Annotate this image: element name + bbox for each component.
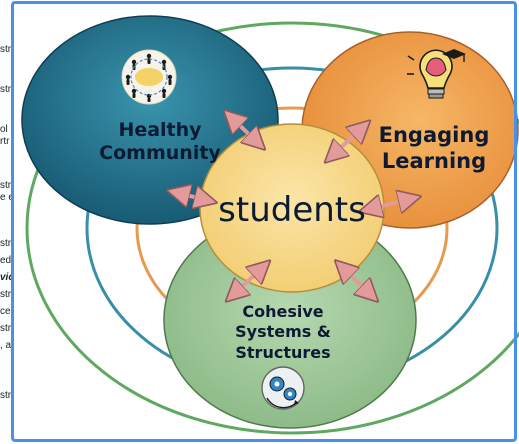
text-fragment: str	[0, 289, 12, 300]
students-label: students	[218, 190, 366, 230]
text-fragment: str	[0, 238, 12, 249]
engaging-label-line1: Engaging	[379, 123, 490, 147]
text-fragment: ol	[0, 124, 8, 135]
healthy-label-line1: Healthy	[118, 119, 202, 141]
arrow-cohesive-right	[343, 268, 370, 294]
cohesive-label-line3: Structures	[235, 343, 330, 362]
arrow-engaging-lower	[370, 199, 410, 209]
connection-arrows	[178, 118, 410, 294]
community-circle-icon	[121, 49, 177, 105]
text-fragment: e e	[0, 192, 14, 203]
arrow-cohesive-left	[234, 268, 262, 294]
text-fragment: rtr	[0, 136, 10, 147]
text-fragment: str	[0, 323, 12, 334]
lightbulb-brain-icon	[407, 49, 466, 99]
engaging-label-line2: Learning	[382, 149, 486, 173]
arrow-engaging	[333, 128, 362, 155]
cohesive-label-line2: Systems &	[235, 322, 331, 341]
text-fragment: str	[0, 44, 12, 55]
arrow-healthy-lower	[178, 193, 206, 200]
text-fragment: str	[0, 180, 12, 191]
healthy-label-line2: Community	[99, 142, 221, 164]
outer-ring-green	[25, 21, 519, 435]
selection-frame	[11, 1, 517, 442]
text-fragment: ce	[0, 306, 11, 317]
text-fragment: ed	[0, 255, 12, 266]
text-fragment: str	[0, 390, 12, 401]
gears-icon	[261, 366, 305, 410]
arrow-healthy	[232, 118, 257, 142]
text-fragment: str	[0, 84, 12, 95]
cohesive-label-line1: Cohesive	[242, 302, 323, 321]
text-fragment: vic	[0, 272, 14, 283]
text-fragment: , a	[0, 340, 12, 351]
background-document-text: str str ol rtr str e e str ed vic str ce…	[0, 0, 22, 444]
